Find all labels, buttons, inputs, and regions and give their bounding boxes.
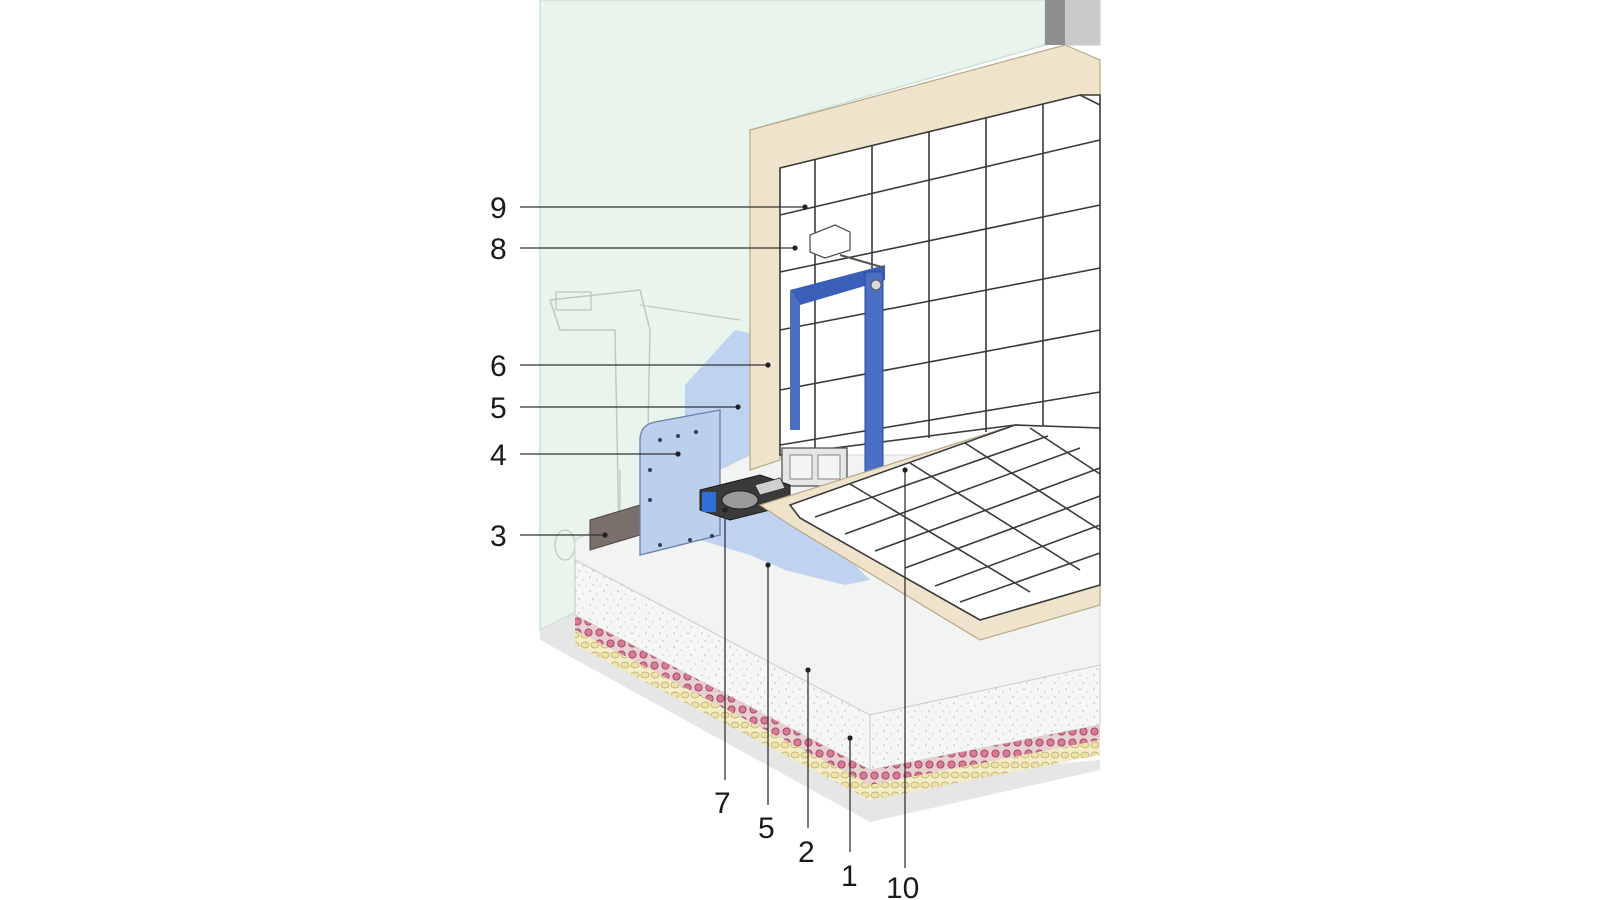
leader-5-left-dot (735, 404, 741, 410)
callout-5-bottom: 5 (758, 812, 775, 845)
leader-8-dot (792, 245, 798, 251)
leader-10-dot (902, 467, 908, 473)
callout-2: 2 (798, 836, 815, 869)
callout-9: 9 (490, 192, 507, 225)
leader-4-dot (675, 451, 681, 457)
mounting-plate (639, 409, 721, 556)
callout-3: 3 (490, 520, 507, 553)
callout-4: 4 (490, 439, 507, 472)
sealing-membrane-floor (690, 505, 870, 585)
tiled-wall (779, 94, 1101, 456)
callout-10: 10 (886, 872, 919, 900)
tiled-floor (788, 424, 1101, 621)
leader-5-bottom-dot (765, 562, 771, 568)
callout-7: 7 (714, 787, 731, 820)
leader-3-dot (602, 532, 608, 538)
leader-7-dot (722, 507, 728, 513)
insulation-layer (575, 615, 1100, 785)
drain-panel (781, 447, 848, 487)
base-layer (575, 630, 1100, 800)
callout-8: 8 (490, 233, 507, 266)
callout-5-left: 5 (490, 392, 507, 425)
leader-9-dot (802, 204, 808, 210)
leader-1-dot (847, 735, 853, 741)
callout-labels: 9 8 6 5 4 3 7 5 2 1 10 (490, 192, 919, 900)
leader-lines (520, 204, 908, 868)
leader-6-dot (765, 362, 771, 368)
callout-6: 6 (490, 350, 507, 383)
leader-2-dot (805, 667, 811, 673)
installation-frame (790, 224, 886, 533)
callout-1: 1 (841, 860, 858, 893)
